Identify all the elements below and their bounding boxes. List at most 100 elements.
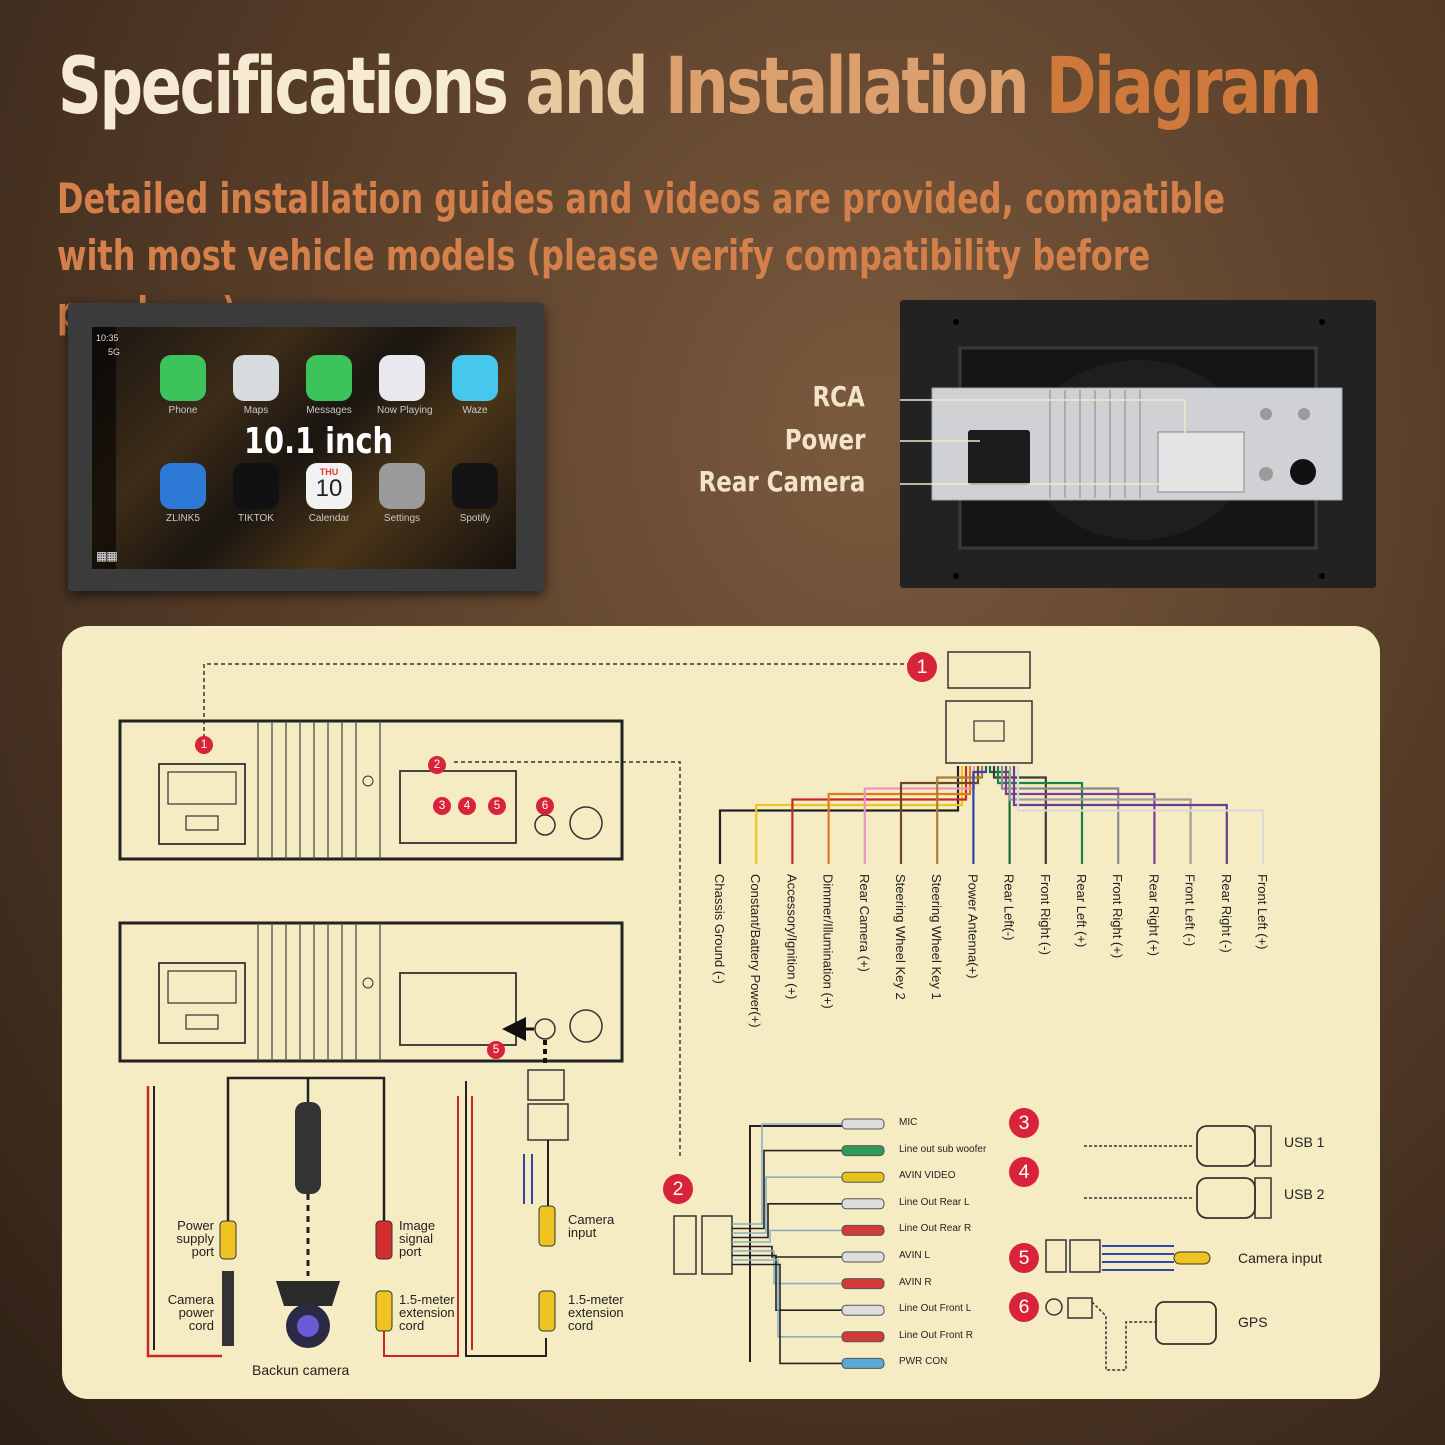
port-badge: 3	[433, 797, 451, 815]
backup-camera-label: Backun camera	[252, 1362, 350, 1378]
rca-wire	[732, 1203, 842, 1239]
rca-plug	[841, 1278, 885, 1290]
wire-label: Rear Left(-)	[1001, 874, 1017, 941]
app-grid-icon[interactable]: ▦▦	[96, 549, 118, 563]
rca-label: Line Out Front L	[899, 1303, 972, 1315]
rca-wire	[732, 1149, 842, 1230]
side-dock	[92, 327, 116, 569]
connector-badge: 6	[1009, 1292, 1039, 1322]
app-label: Spotify	[459, 513, 491, 524]
page-title: Specifications and Installation Diagram	[58, 42, 1322, 132]
app-phone[interactable]: Phone	[158, 355, 208, 416]
harness-wire	[972, 766, 988, 864]
connector-badge: 4	[1009, 1157, 1039, 1187]
app-spotify[interactable]: Spotify	[450, 463, 500, 524]
rca-plug	[841, 1357, 885, 1369]
rca-wire	[732, 1176, 842, 1234]
head-unit-rear-view	[870, 300, 1376, 588]
port-badge: 4	[458, 797, 476, 815]
wire-label: Rear Left (+)	[1074, 874, 1089, 948]
app-waze[interactable]: Waze	[450, 355, 500, 416]
callout-power: Power	[784, 423, 865, 456]
rca-plug	[841, 1145, 885, 1157]
connector-badge: 1	[907, 652, 937, 682]
usb1-label: USB 1	[1284, 1134, 1325, 1150]
rca-plug	[841, 1198, 885, 1210]
rca-label: MIC	[899, 1117, 918, 1128]
app-settings[interactable]: Settings	[377, 463, 427, 524]
settings-icon	[379, 463, 425, 509]
rca-wire	[732, 1229, 842, 1243]
usb2-label: USB 2	[1284, 1186, 1325, 1202]
wire-label: Chassis Ground (-)	[712, 874, 727, 984]
callout-rear-camera: Rear Camera	[698, 465, 865, 498]
rca-wire	[732, 1254, 842, 1311]
rca-connector	[673, 1215, 697, 1275]
connector-badge: 2	[663, 1174, 693, 1204]
harness-wire	[1000, 766, 1120, 864]
rca-wire	[732, 1250, 842, 1285]
page-subtitle: Detailed installation guides and videos …	[57, 174, 1225, 337]
rca-plug	[841, 1304, 885, 1316]
app-label: Settings	[383, 513, 421, 524]
wiring-diagram	[118, 651, 1272, 1371]
rear-chassis-drawing	[870, 319, 1343, 579]
rca-plug	[841, 1171, 885, 1183]
harness-wire	[827, 766, 972, 864]
rca-label: Line Out Rear R	[899, 1223, 972, 1235]
rca-wire	[732, 1263, 842, 1365]
tiktok-icon	[233, 463, 279, 509]
phone-icon	[160, 355, 206, 401]
app-label: Now Playing	[377, 405, 433, 416]
port-badge: 1	[195, 736, 213, 754]
connector-badge: 5	[1009, 1243, 1039, 1273]
harness-wire	[755, 766, 964, 864]
rca-wire	[732, 1123, 842, 1225]
wire-label: Rear Right (-)	[1218, 874, 1234, 953]
port-badge: 2	[428, 756, 446, 774]
app-now-playing[interactable]: Now Playing	[377, 355, 433, 416]
wire-label: Steering Wheel Key 2	[893, 874, 908, 1000]
port-badge: 6	[536, 797, 554, 815]
title-word-4: Diagram	[1045, 42, 1322, 132]
rca-plug	[841, 1251, 885, 1263]
harness-wire	[1004, 766, 1156, 864]
app-tiktok[interactable]: TIKTOK	[231, 463, 281, 524]
spotify-icon	[452, 463, 498, 509]
callout-rca: RCA	[812, 380, 865, 413]
wire-label: Rear Right (+)	[1146, 874, 1162, 956]
wire-label: Dimmer/Illumination (+)	[820, 874, 836, 1009]
rca-label: Line Out Rear L	[899, 1196, 970, 1208]
port-badge: 5	[487, 1041, 505, 1059]
port-badge: 5	[488, 797, 506, 815]
wire-label: Front Left (+)	[1255, 874, 1270, 950]
maps-icon	[233, 355, 279, 401]
screen-size-label: 10.1 inch	[244, 421, 394, 462]
wire-label: Front Right (+)	[1110, 874, 1126, 959]
harness-wire	[992, 766, 1047, 864]
harness-wire	[1008, 766, 1192, 864]
app-label: Maps	[243, 405, 269, 416]
title-word-3: Installation	[665, 42, 1029, 132]
wire-label: Steering Wheel Key 1	[929, 874, 945, 1000]
app-label: Calendar	[308, 513, 350, 524]
app-messages[interactable]: Messages	[304, 355, 354, 416]
rca-label: Line out sub woofer	[899, 1143, 987, 1155]
app-zlink5[interactable]: ZLINK5	[158, 463, 208, 524]
unit-outline-top	[118, 719, 624, 861]
wire-label: Front Right (-)	[1037, 874, 1053, 955]
wire-label: Power Antenna(+)	[965, 874, 981, 979]
wiring-diagram-panel: Chassis Ground (-)Constant/Battery Power…	[62, 626, 1380, 1399]
app-maps[interactable]: Maps	[231, 355, 281, 416]
wire-label: Accessory/Ignition (+)	[784, 874, 800, 1000]
waze-icon	[452, 355, 498, 401]
